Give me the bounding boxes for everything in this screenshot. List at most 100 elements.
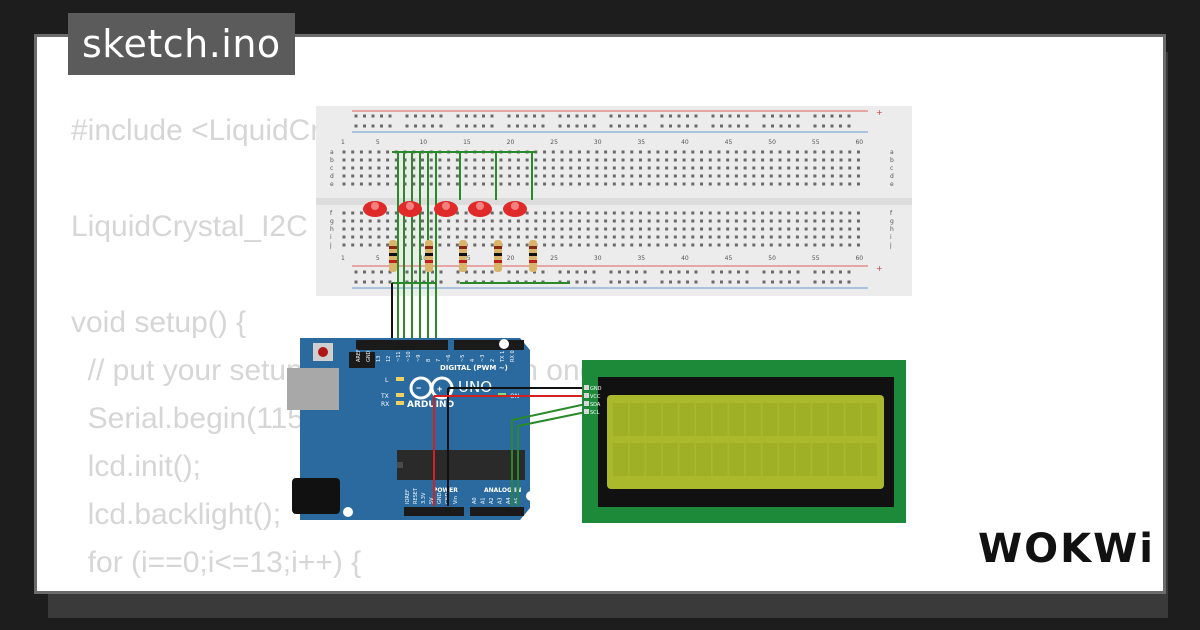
- resistor: [459, 240, 467, 272]
- rail-hole: [439, 270, 443, 274]
- breadboard-hole: [412, 182, 416, 186]
- breadboard-hole: [778, 166, 782, 170]
- breadboard-hole: [761, 211, 765, 215]
- power-header: [404, 507, 464, 516]
- breadboard-column-label: 50: [768, 255, 776, 262]
- chip-notch: [397, 462, 403, 468]
- rail-hole: [745, 280, 749, 284]
- breadboard-hole: [525, 174, 529, 178]
- breadboard-hole: [508, 243, 512, 247]
- breadboard-hole: [577, 211, 581, 215]
- breadboard-hole: [447, 227, 451, 231]
- breadboard-hole: [586, 243, 590, 247]
- breadboard-hole: [839, 243, 843, 247]
- breadboard-hole: [656, 219, 660, 223]
- rail-hole: [669, 280, 672, 284]
- breadboard-row-label: e: [330, 181, 334, 188]
- breadboard-hole: [569, 182, 573, 186]
- breadboard-hole: [717, 174, 721, 178]
- breadboard-hole: [551, 158, 555, 162]
- rail-hole: [779, 124, 783, 128]
- rail-hole: [686, 280, 689, 284]
- breadboard-hole: [813, 243, 817, 247]
- breadboard-hole: [813, 158, 817, 162]
- reset-button-cap[interactable]: [318, 347, 328, 357]
- rail-hole: [660, 114, 664, 118]
- breadboard-hole: [848, 166, 852, 170]
- breadboard-hole: [368, 219, 372, 223]
- breadboard-row-label: b: [330, 157, 334, 164]
- led-red: [434, 201, 458, 217]
- breadboard-hole: [691, 158, 695, 162]
- digital-label: DIGITAL (PWM ~): [440, 364, 508, 372]
- lcd-pin: [584, 401, 589, 406]
- breadboard-hole: [726, 158, 730, 162]
- rail-hole: [533, 114, 536, 118]
- breadboard-hole: [830, 182, 834, 186]
- breadboard-hole: [386, 243, 390, 247]
- breadboard-hole: [464, 174, 468, 178]
- breadboard-hole: [848, 150, 852, 154]
- rail-hole: [354, 280, 358, 284]
- lcd-cell: [712, 403, 728, 436]
- breadboard-hole: [769, 150, 773, 154]
- breadboard-hole: [700, 166, 704, 170]
- rail-hole: [507, 270, 511, 274]
- breadboard-hole: [795, 211, 799, 215]
- breadboard-hole: [682, 182, 686, 186]
- lcd-cell: [779, 443, 794, 476]
- breadboard-hole: [473, 166, 477, 170]
- breadboard-hole: [420, 211, 424, 215]
- breadboard-hole: [612, 219, 616, 223]
- breadboard-hole: [351, 182, 355, 186]
- breadboard-hole: [856, 235, 860, 239]
- breadboard-hole: [534, 235, 538, 239]
- rail-hole: [779, 114, 783, 118]
- breadboard-column-label: 55: [812, 255, 820, 262]
- breadboard-row-label: i: [330, 234, 332, 241]
- breadboard-hole: [508, 235, 512, 239]
- breadboard-hole: [560, 150, 564, 154]
- breadboard-hole: [438, 243, 442, 247]
- breadboard-hole: [412, 235, 416, 239]
- breadboard-hole: [551, 243, 555, 247]
- rail-hole: [490, 270, 494, 274]
- breadboard-hole: [848, 182, 852, 186]
- breadboard-hole: [394, 174, 398, 178]
- breadboard-hole: [543, 174, 547, 178]
- atmega-chip: [397, 450, 525, 480]
- breadboard-hole: [394, 158, 398, 162]
- breadboard-hole: [665, 166, 669, 170]
- breadboard-row-label: f: [330, 210, 333, 217]
- breadboard-hole: [795, 227, 799, 231]
- breadboard-hole: [490, 182, 494, 186]
- file-tab[interactable]: sketch.ino: [68, 13, 295, 75]
- rail-hole: [762, 114, 766, 118]
- breadboard-hole: [473, 227, 477, 231]
- breadboard-hole: [682, 243, 686, 247]
- breadboard-hole: [560, 211, 564, 215]
- breadboard-hole: [682, 166, 686, 170]
- rail-hole: [728, 114, 732, 118]
- breadboard-column-label: 60: [855, 255, 863, 262]
- rail-hole: [635, 270, 638, 274]
- scl-wire: [517, 411, 587, 506]
- rail-hole: [482, 114, 485, 118]
- breadboard-hole: [351, 158, 355, 162]
- breadboard-hole: [804, 219, 808, 223]
- digital-pin-label: TX 1: [500, 351, 506, 363]
- rail-hole: [745, 124, 749, 128]
- digital-pin-label: 4: [470, 359, 476, 362]
- lcd-cell: [696, 403, 711, 436]
- lcd-pin: [584, 393, 589, 398]
- lcd-cell: [762, 403, 778, 436]
- lcd-cell: [613, 443, 628, 476]
- breadboard-hole: [804, 243, 808, 247]
- rail-hole: [465, 124, 468, 128]
- power-jack: [292, 478, 340, 514]
- resistor: [425, 240, 433, 272]
- led-red: [468, 201, 492, 217]
- breadboard-row-label: j: [889, 242, 892, 249]
- breadboard-hole: [560, 174, 564, 178]
- breadboard-hole: [856, 243, 860, 247]
